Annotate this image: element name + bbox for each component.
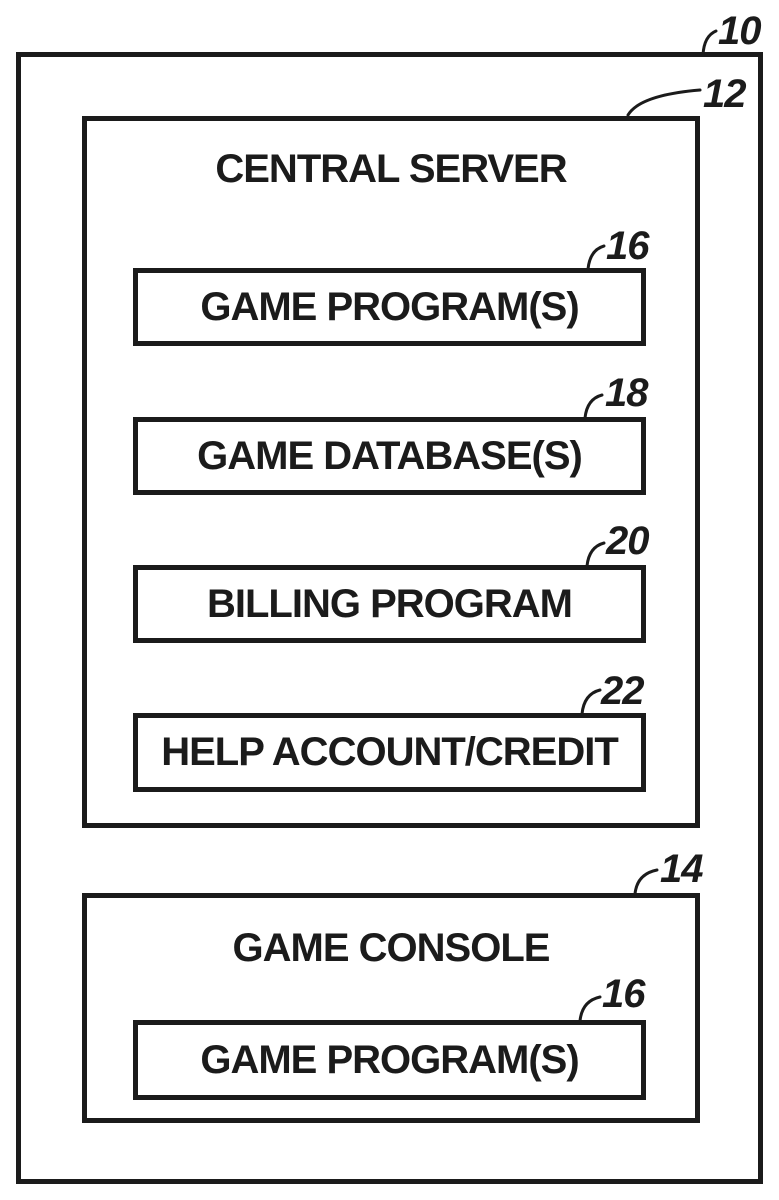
game-programs-box: GAME PROGRAM(S) <box>133 268 646 346</box>
ref-numeral-12: 12 <box>703 72 746 116</box>
help-account-credit-label: HELP ACCOUNT/CREDIT <box>161 730 619 774</box>
billing-program-label: BILLING PROGRAM <box>207 581 573 626</box>
ref-numeral-16: 16 <box>606 224 649 268</box>
game-databases-box: GAME DATABASE(S) <box>133 417 646 495</box>
game-databases-label: GAME DATABASE(S) <box>197 433 583 478</box>
central-server-title: CENTRAL SERVER <box>215 147 567 191</box>
game-console-title: GAME CONSOLE <box>232 926 551 970</box>
ref-numeral-22: 22 <box>601 669 644 713</box>
ref-numeral-20: 20 <box>606 519 649 563</box>
billing-program-box: BILLING PROGRAM <box>133 565 646 643</box>
ref-numeral-16-console: 16 <box>602 972 645 1016</box>
ref-numeral-10: 10 <box>718 9 761 53</box>
ref-numeral-18: 18 <box>605 371 648 415</box>
console-game-programs-label: GAME PROGRAM(S) <box>200 1037 579 1082</box>
ref-numeral-14: 14 <box>660 847 703 891</box>
game-programs-label: GAME PROGRAM(S) <box>200 284 579 329</box>
help-account-credit-box: HELP ACCOUNT/CREDIT <box>133 713 646 792</box>
console-game-programs-box: GAME PROGRAM(S) <box>133 1020 646 1100</box>
